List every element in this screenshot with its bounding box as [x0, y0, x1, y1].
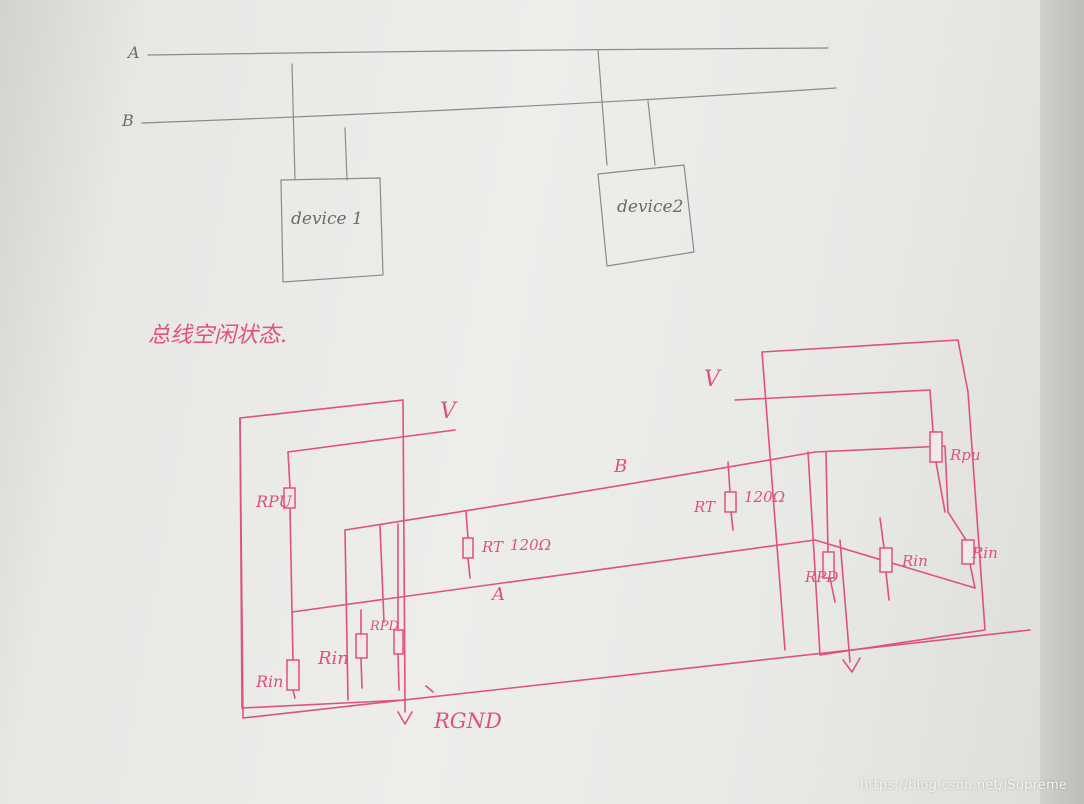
left-rpu-wire — [287, 451, 293, 613]
right-rin2-wire — [947, 511, 976, 589]
left-rt-value: 120Ω — [510, 536, 551, 554]
termination-schematic: V RPU Rin B A Rin RPD RT 120Ω RT 120Ω — [239, 339, 1031, 733]
device2-tap-a — [597, 49, 608, 166]
watermark: https://blog.csdn.net/iSupreme — [860, 778, 1068, 793]
left-rin1-resistor — [286, 659, 300, 691]
left-v-label: V — [440, 399, 458, 424]
left-rin1-label: Rin — [255, 672, 283, 691]
device2-label: device2 — [617, 197, 683, 217]
left-rin1-wire — [291, 611, 296, 699]
left-rpu-label: RPU — [255, 492, 293, 511]
left-rt-label: RT — [481, 538, 504, 556]
left-tap-b — [344, 529, 349, 701]
right-ground-wire — [839, 539, 851, 663]
right-rin1-resistor — [879, 547, 893, 573]
bus-a-line — [291, 539, 976, 613]
left-rpu-resistor — [283, 487, 296, 509]
bus-b-label: B — [121, 111, 134, 130]
right-rpu-resistor — [929, 431, 943, 463]
right-inner-frame — [761, 351, 786, 651]
right-rpd-wire — [825, 451, 836, 603]
device2-tap-b — [647, 100, 656, 166]
right-rin1-wire — [879, 517, 890, 601]
device1-label: device 1 — [291, 209, 363, 229]
right-rpu-label: Rpu — [949, 446, 981, 464]
bus-a-label: A — [126, 43, 140, 62]
bus-b-line — [344, 445, 949, 531]
right-v-label: V — [704, 367, 722, 392]
left-supply-rail — [287, 429, 456, 453]
left-ground-arrow — [397, 711, 413, 725]
left-rin2-wire — [360, 609, 363, 689]
bus-b-line — [141, 87, 837, 124]
caption-text: 总线空闲状态. — [148, 323, 287, 348]
left-rt-wire — [465, 511, 471, 579]
left-rt-resistor — [462, 537, 474, 559]
device1-tap-a — [291, 63, 296, 181]
page-edge — [1040, 0, 1084, 804]
bus-b-schematic-label: B — [613, 456, 627, 477]
device1-tap-b — [344, 127, 348, 181]
right-rt-wire — [727, 461, 734, 531]
device1-box — [280, 177, 384, 283]
right-rin2-label: Rin — [971, 544, 998, 562]
top-bus-diagram: A B device 1 device2 — [121, 43, 837, 283]
left-rpd-label: RPD — [369, 619, 400, 634]
bus-a-line — [147, 47, 829, 56]
right-rpd-resistor — [822, 551, 835, 579]
left-outer-frame — [239, 417, 1031, 719]
right-rin2-resistor — [961, 539, 975, 565]
right-supply-rail — [734, 389, 934, 433]
left-tap-a — [379, 525, 385, 623]
left-ground-tick — [425, 685, 434, 693]
right-enclosure — [761, 339, 986, 656]
left-rin2-label: Rin — [317, 648, 349, 669]
left-rin2-resistor — [355, 633, 368, 659]
right-rpu-wire — [935, 461, 946, 513]
right-rt-value: 120Ω — [744, 488, 785, 506]
bus-a-schematic-label: A — [490, 584, 505, 605]
right-rt-label: RT — [693, 498, 716, 516]
right-ground-arrow — [842, 657, 861, 673]
right-rin1-label: Rin — [901, 552, 928, 570]
ground-label: RGND — [433, 709, 502, 733]
device2-box — [597, 164, 695, 267]
right-rt-resistor — [724, 491, 737, 513]
left-rpd-wire — [397, 523, 400, 691]
right-rpd-label: RPD — [804, 568, 838, 586]
